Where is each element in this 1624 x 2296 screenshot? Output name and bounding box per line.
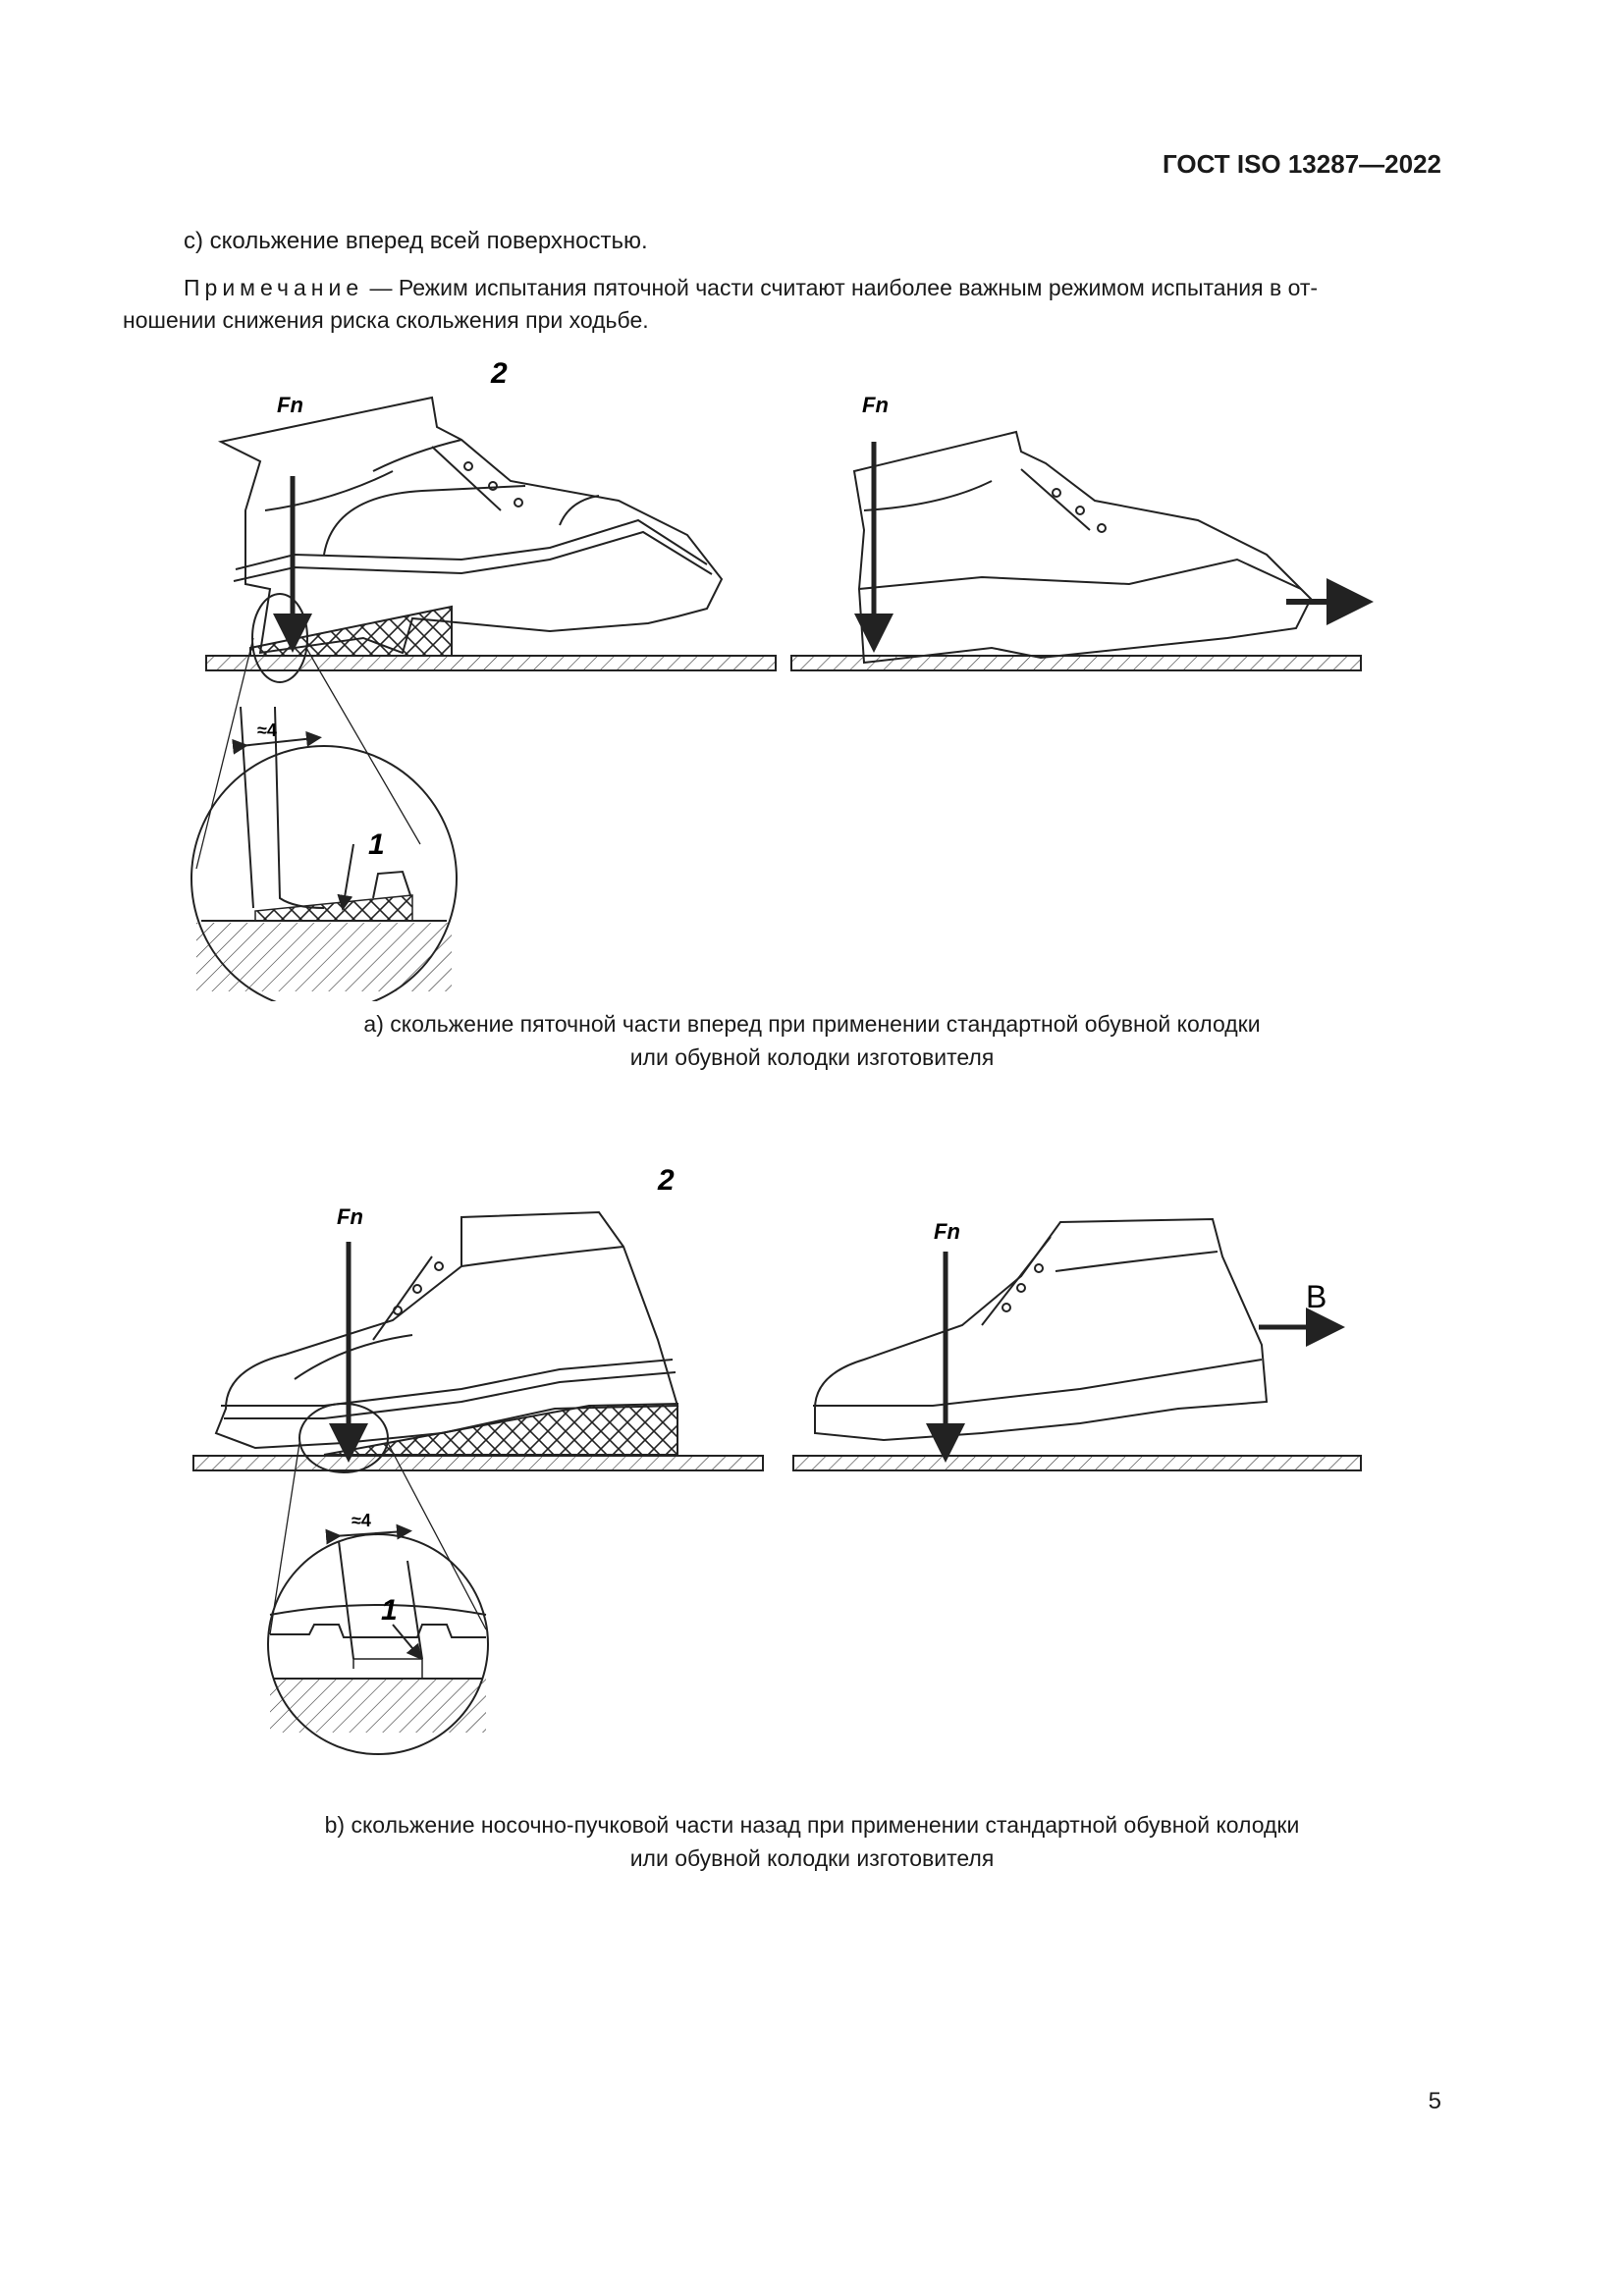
shoe-left [217,396,724,655]
caption-b-line-2: или обувной колодки изготовителя [629,1845,995,1871]
note-label: Примечание [184,275,364,300]
caption-a-line-2: или обувной колодки изготовителя [629,1044,995,1070]
callout-1: 1 [381,1594,398,1627]
figure-a: Fn Fn 2 1 ≈4 [190,357,1374,1001]
force-label: Fn [277,393,303,417]
ground-plate-right [792,1455,1362,1471]
document-code: ГОСТ ISO 13287—2022 [1162,149,1441,179]
callout-1: 1 [368,828,385,861]
ground-plate-right [790,655,1362,671]
caption-b: b) скольжение носочно-пучковой части наз… [0,1808,1624,1875]
note-text: — Режим испытания пяточной части считают… [363,275,1319,300]
last-wedge [249,605,453,657]
ground-plate-left [192,1455,764,1471]
caption-b-line-1: b) скольжение носочно-пучковой части наз… [324,1812,1300,1838]
note-line-1: Примечание — Режим испытания пяточной ча… [184,275,1318,301]
callout-2: 2 [490,357,508,390]
callout-2: 2 [657,1164,675,1197]
shoe-right [813,1217,1269,1442]
shoe-right [852,430,1313,665]
dimension-label: ≈4 [257,721,277,740]
caption-a-line-1: a) скольжение пяточной части вперед при … [363,1011,1261,1037]
force-label: Fn [934,1219,960,1244]
ground-plate-left [205,655,777,671]
figure-b: Fn Fn 2 1 ≈4 B [192,1164,1362,1755]
direction-label: B [1306,1279,1326,1314]
page-number: 5 [1428,2088,1441,2114]
note-line-2: ношении снижения риска скольжения при хо… [123,307,649,333]
detail-circle-a [190,745,458,1001]
force-label: Fn [862,393,889,417]
force-label: Fn [337,1204,363,1229]
shoe-left [214,1210,679,1450]
caption-a: a) скольжение пяточной части вперед при … [0,1007,1624,1074]
dimension-label: ≈4 [352,1511,371,1530]
item-c-text: c) скольжение вперед всей поверхностью. [184,228,648,254]
